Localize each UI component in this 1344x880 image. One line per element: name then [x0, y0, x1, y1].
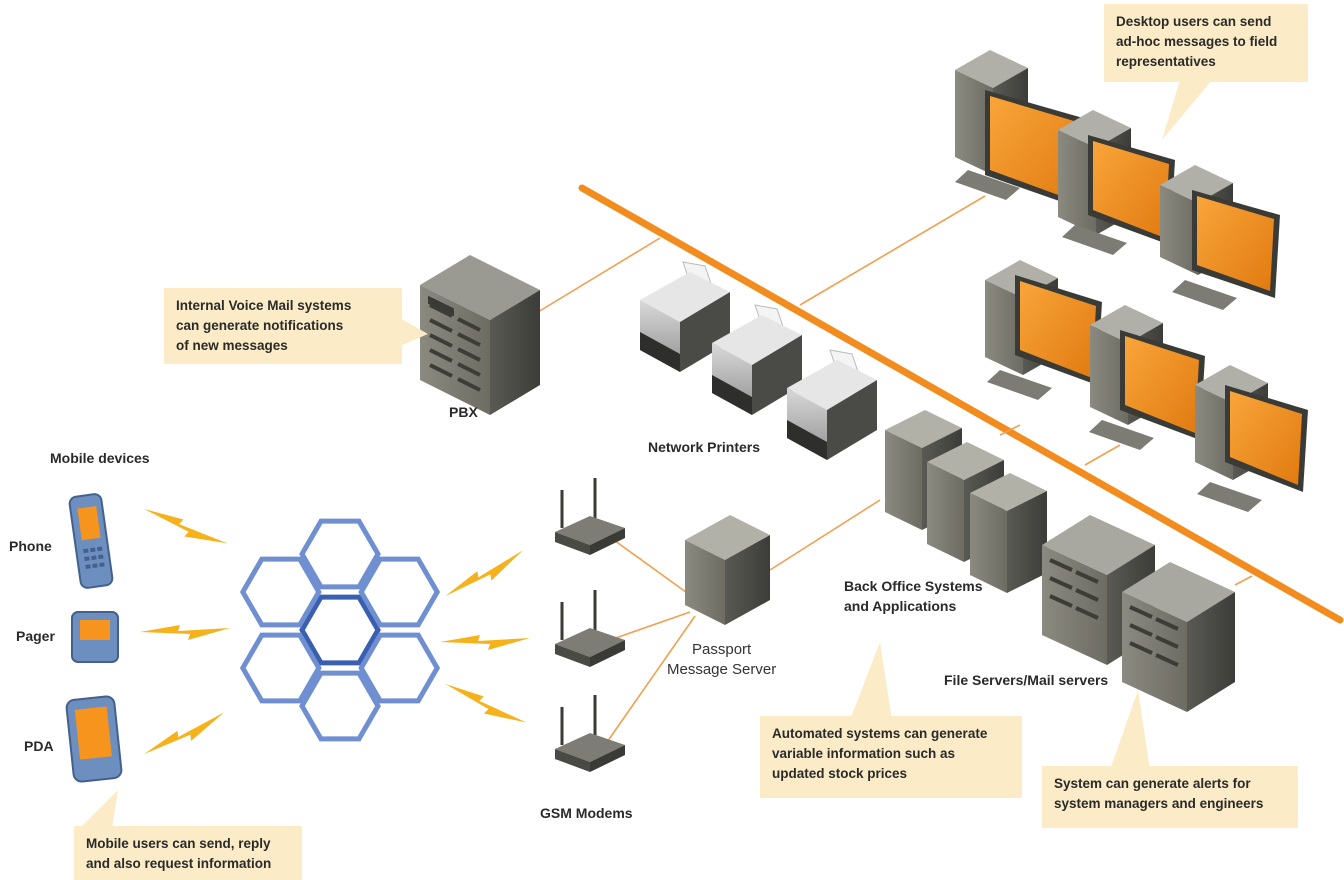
label-network-printers: Network Printers	[648, 439, 761, 455]
network-printer-icon-2	[712, 304, 802, 415]
hex-cell	[358, 632, 441, 704]
hex-cell	[358, 556, 441, 628]
pager-icon	[71, 611, 119, 663]
lightning-bolt-icon	[140, 625, 230, 640]
lightning-bolt-icon	[440, 635, 530, 650]
label-pda: PDA	[24, 738, 54, 754]
lightning-bolt-icon	[445, 550, 523, 597]
hex-cell	[299, 518, 381, 590]
hex-cell	[239, 556, 322, 628]
gsm-modem-icon-3	[555, 695, 625, 772]
label-passport-message-server: Passport Message Server	[667, 641, 777, 678]
back-office-servers-icon	[885, 410, 1047, 593]
file-mail-servers-icon	[1042, 515, 1235, 712]
lightning-bolt-icon	[445, 683, 527, 723]
desktop-computers-bottom	[985, 260, 1308, 512]
hex-cell	[299, 594, 381, 666]
callout-voice-mail: Internal Voice Mail systems can generate…	[164, 288, 402, 364]
connector-lines	[537, 195, 1253, 746]
callout-mobile-users: Mobile users can send, reply and also re…	[74, 826, 302, 880]
callout-tails	[80, 80, 1212, 828]
label-gsm-modems: GSM Modems	[540, 805, 633, 821]
hex-cell	[299, 670, 381, 742]
callout-system-alerts: System can generate alerts for system ma…	[1042, 766, 1298, 828]
callout-desktop-users: Desktop users can send ad-hoc messages t…	[1104, 4, 1308, 82]
desktop-computers-top	[955, 50, 1280, 310]
lightning-bolt-icons	[140, 508, 530, 755]
cellular-network-hexagons-icon	[239, 518, 441, 742]
label-back-office: Back Office Systems and Applications	[844, 578, 983, 614]
gsm-modem-icon-1	[555, 478, 625, 555]
label-phone: Phone	[9, 538, 52, 554]
network-backbone	[578, 184, 1344, 624]
label-pbx: PBX	[449, 404, 478, 420]
label-mobile-devices: Mobile devices	[50, 450, 150, 466]
phone-icon	[68, 493, 114, 589]
gsm-modem-icon-2	[555, 590, 625, 667]
network-printer-icon-1	[640, 261, 730, 372]
pda-icon	[65, 695, 123, 783]
network-printer-icon-3	[787, 349, 877, 460]
passport-message-server-icon	[685, 515, 770, 625]
pbx-server-icon	[420, 255, 540, 415]
label-file-mail-servers: File Servers/Mail servers	[944, 672, 1109, 688]
callout-automated-systems: Automated systems can generate variable …	[760, 716, 1022, 798]
hex-cell	[239, 632, 322, 704]
label-pager: Pager	[16, 628, 55, 644]
lightning-bolt-icon	[144, 508, 228, 544]
lightning-bolt-icon	[144, 712, 225, 755]
